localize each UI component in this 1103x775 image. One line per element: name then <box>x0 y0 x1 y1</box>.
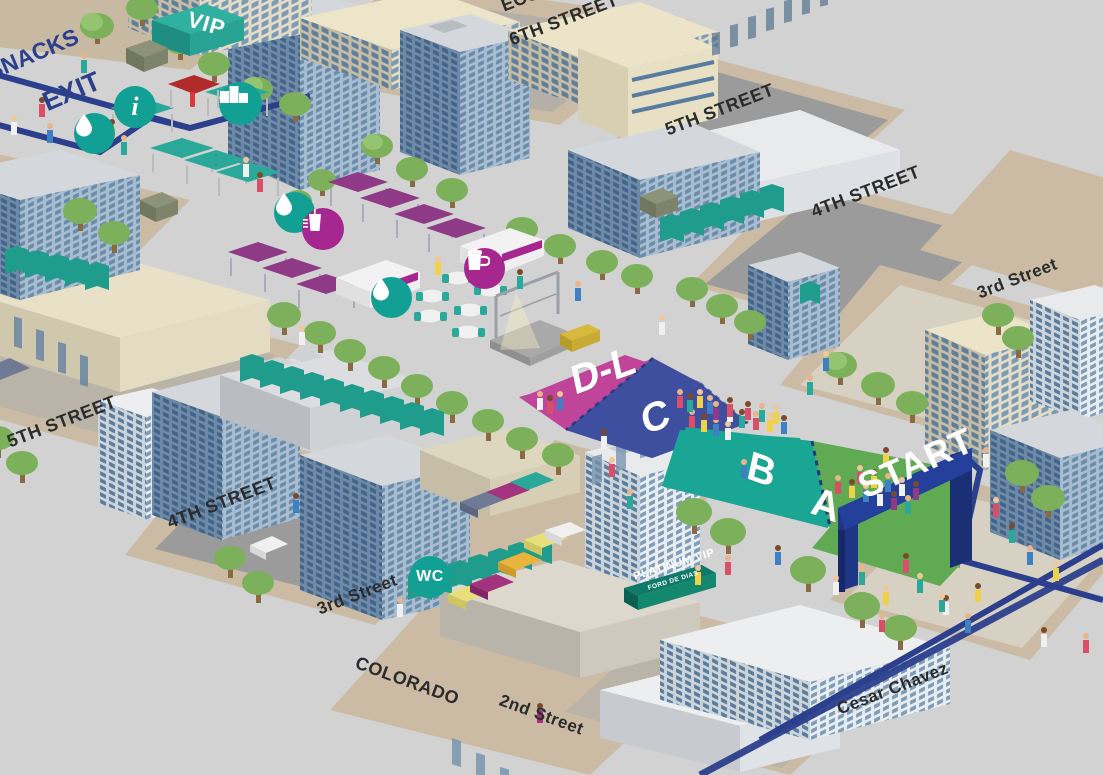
drink-icon[interactable] <box>302 208 344 250</box>
water-drop-icon[interactable] <box>74 113 115 154</box>
water-drop-icon[interactable] <box>371 277 412 318</box>
drop-glyph <box>276 193 292 216</box>
building-6th-striped <box>578 28 718 140</box>
info-glyph: i <box>131 92 139 121</box>
parked-cars <box>0 358 586 610</box>
utility-boxes <box>126 40 678 222</box>
beer-glyph <box>467 248 490 270</box>
beer-icon[interactable] <box>464 248 505 289</box>
svg-text:3: 3 <box>242 97 246 103</box>
svg-text:2: 2 <box>223 95 227 102</box>
podium-glyph: 2 1 3 <box>220 86 248 103</box>
market-stalls-purple <box>228 172 486 308</box>
drop-glyph <box>373 278 389 301</box>
building-farright-blue <box>990 410 1103 560</box>
wc-icon[interactable]: WC <box>409 556 451 598</box>
building-bottomright-blue-long <box>660 605 950 740</box>
picnic-tables <box>414 270 507 340</box>
stage <box>490 270 600 366</box>
drop-glyph <box>76 114 92 137</box>
info-icon[interactable]: i <box>114 86 156 128</box>
svg-text:1: 1 <box>231 90 236 100</box>
wc-glyph: WC <box>416 568 444 585</box>
first-aid-tent <box>168 75 220 108</box>
building-farright-white <box>1030 285 1103 420</box>
building-slim-tower-right <box>748 252 840 360</box>
trees <box>0 0 1065 650</box>
podium-icon[interactable]: 2 1 3 <box>219 82 262 125</box>
cup-glyph <box>303 209 321 231</box>
crowd-figures <box>11 53 1089 723</box>
